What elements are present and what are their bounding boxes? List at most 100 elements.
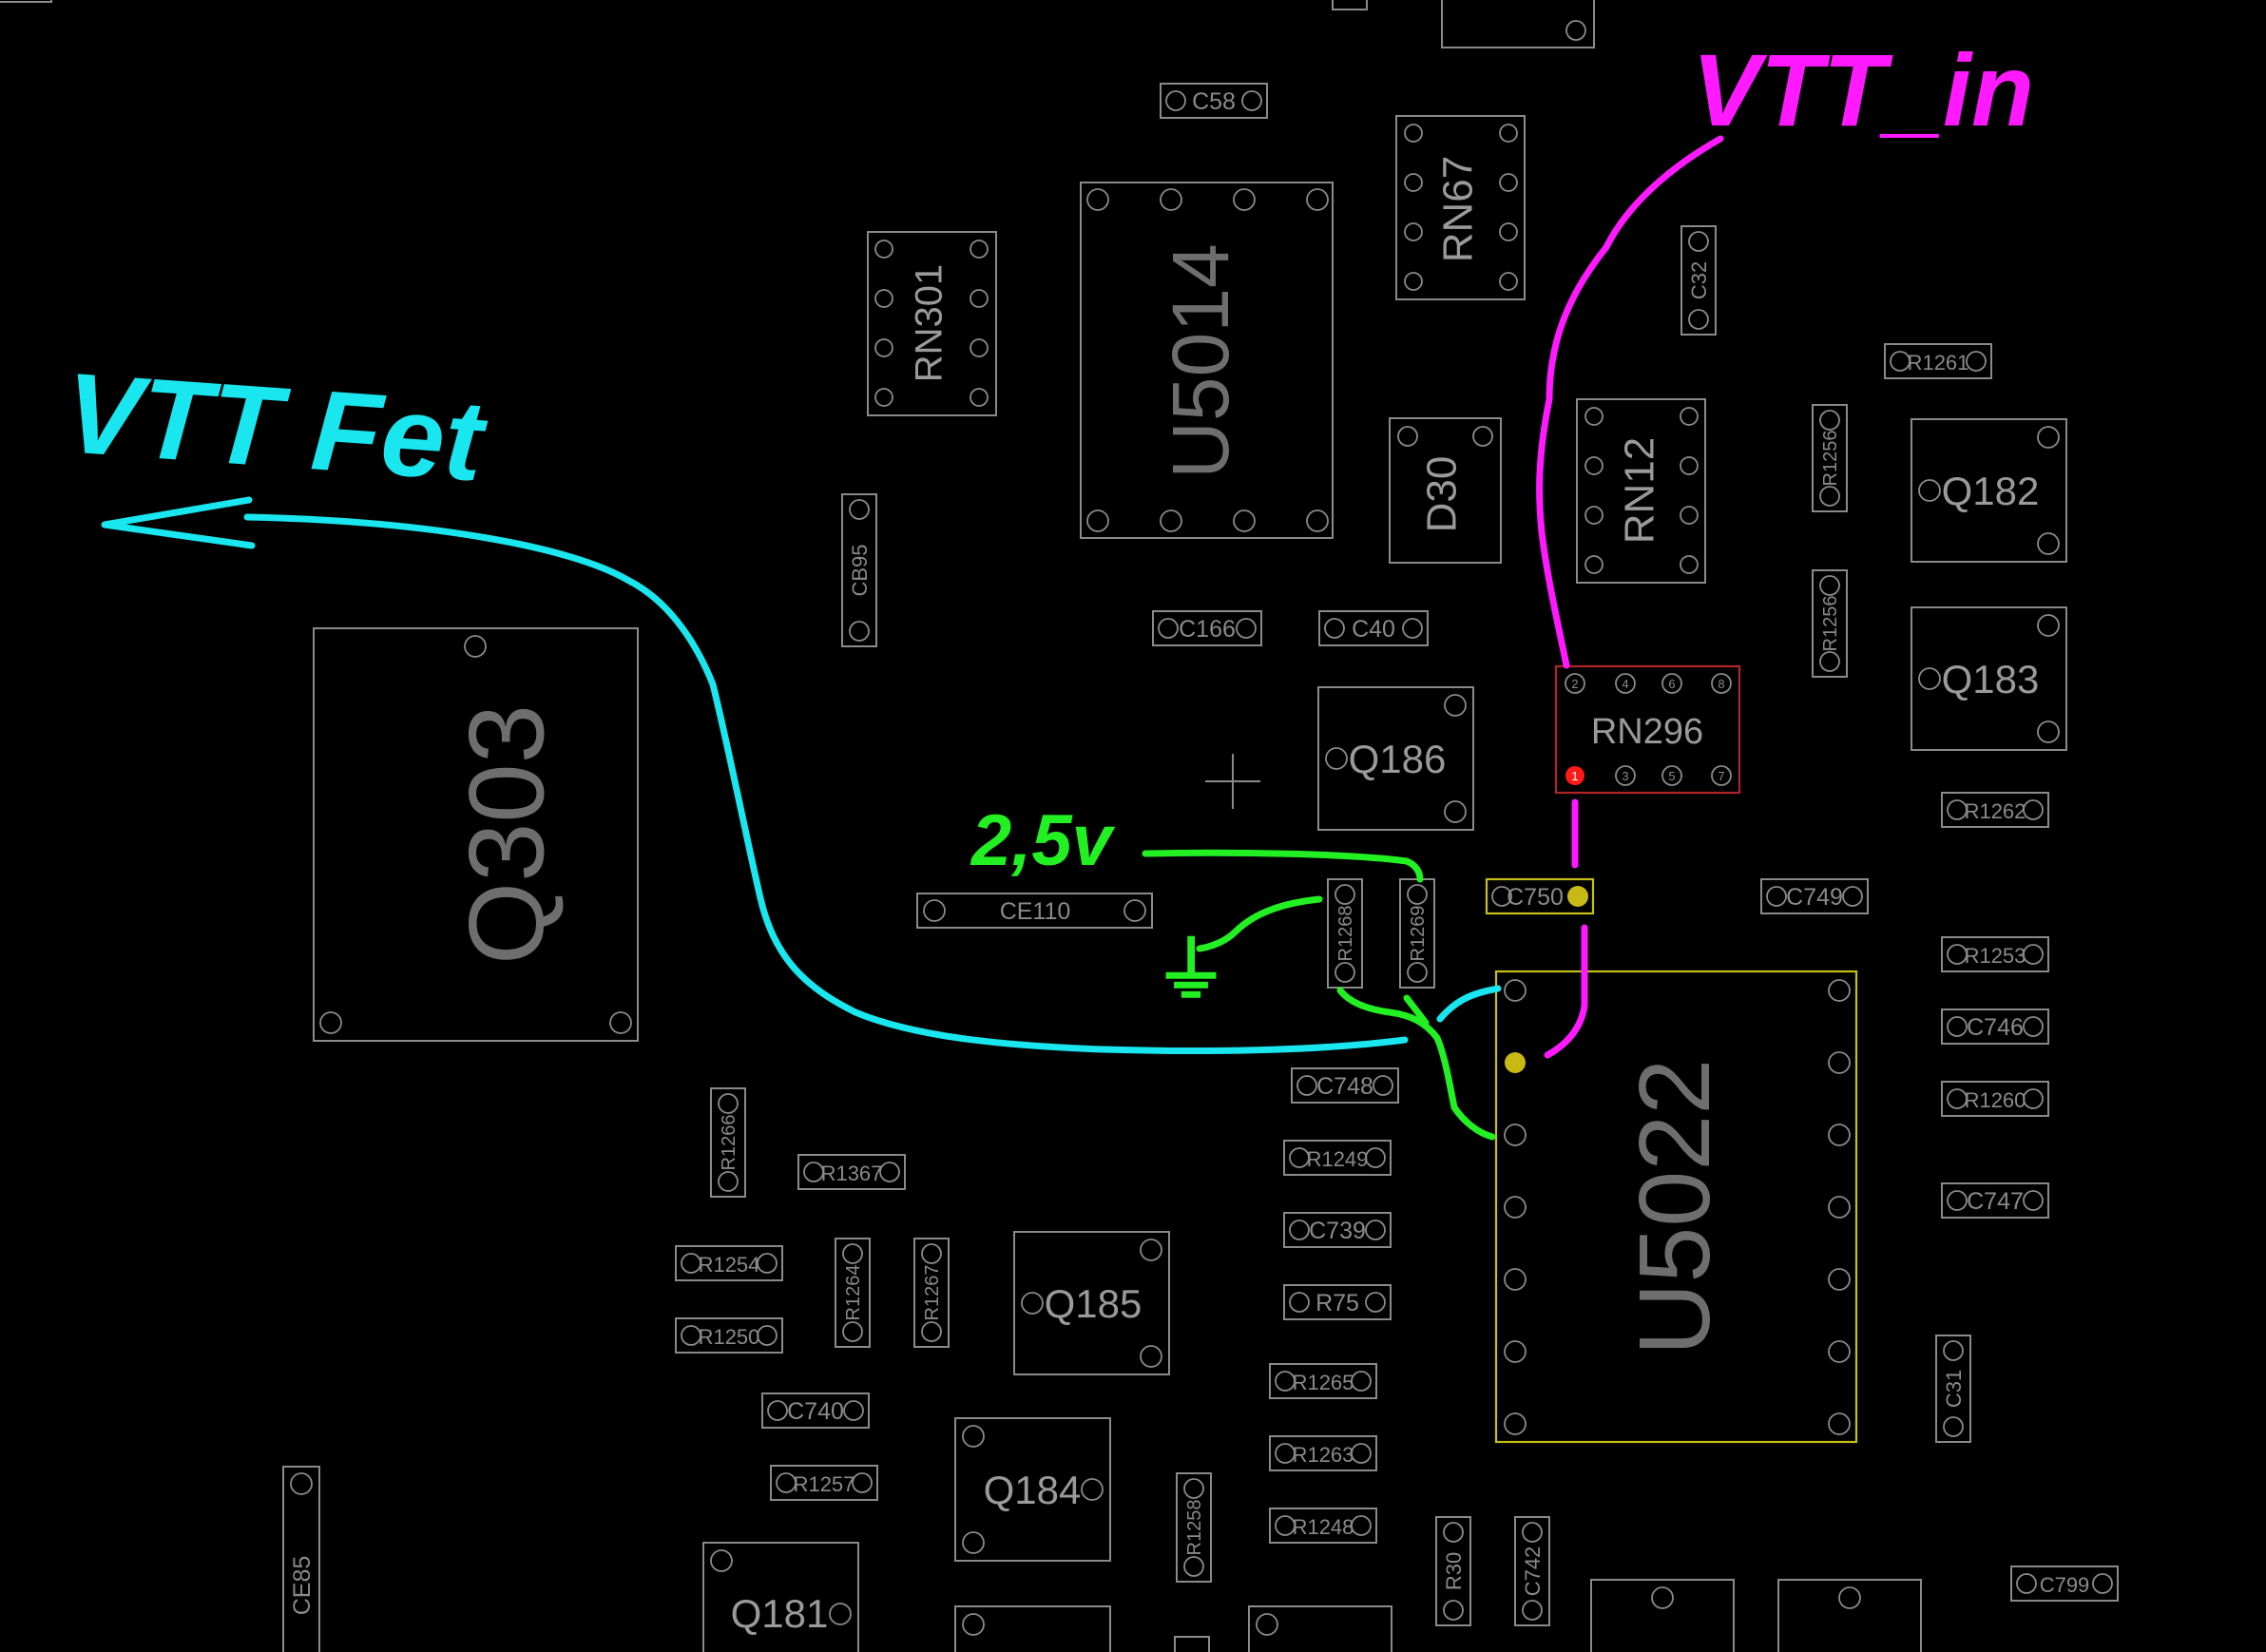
component-q183[interactable]: Q183	[1911, 606, 2067, 751]
svg-text:C748: C748	[1316, 1073, 1373, 1100]
vtt-in-label: VTT_in	[1692, 32, 2034, 147]
svg-text:R1249: R1249	[1307, 1147, 1369, 1171]
rn296-pins-bottom: 1 3 5 7	[1565, 765, 1732, 786]
passives-vertical[interactable]: C32 CB95 R1256 R1256 R1268 R1269 R1266 R…	[282, 225, 1971, 1652]
svg-text:3: 3	[1622, 769, 1628, 783]
component-r1254: R1254	[675, 1245, 783, 1281]
component-u5014[interactable]: U5014	[1080, 182, 1334, 539]
component-r75: R75	[1283, 1284, 1392, 1320]
component-r1253: R1253	[1941, 936, 2049, 972]
component-u5022[interactable]: U5022	[1494, 970, 1858, 1444]
vtt-fet-annotation: VTT Fet	[61, 349, 1502, 1055]
svg-text:C32: C32	[1687, 261, 1711, 299]
component-rn12[interactable]: RN12	[1576, 398, 1706, 584]
component-q303[interactable]: Q303	[313, 627, 639, 1042]
component-r1249: R1249	[1283, 1140, 1392, 1176]
svg-text:CE85: CE85	[289, 1556, 316, 1616]
component-label: U5022	[1619, 1059, 1731, 1355]
svg-text:C749: C749	[1786, 884, 1843, 911]
vtt-fet-label: VTT Fet	[61, 349, 491, 506]
selected-pin	[1565, 766, 1584, 785]
component-label: Q186	[1349, 737, 1447, 781]
component-ce110: CE110	[916, 893, 1153, 929]
component-ce85: CE85	[282, 1466, 320, 1652]
component-c166: C166	[1152, 610, 1262, 646]
component-cb95: CB95	[841, 493, 877, 647]
svg-text:R1268: R1268	[1335, 906, 1356, 962]
svg-text:R1266: R1266	[719, 1115, 739, 1171]
svg-text:C747: C747	[1967, 1188, 2024, 1215]
svg-text:R1264: R1264	[843, 1265, 864, 1321]
component-label: Q183	[1942, 657, 2040, 701]
selected-pin[interactable]	[1505, 1052, 1526, 1073]
component-bottom-partial	[0, 0, 1922, 1652]
svg-text:R1269: R1269	[1408, 906, 1429, 962]
svg-text:C739: C739	[1309, 1218, 1366, 1244]
svg-text:R1256: R1256	[1820, 431, 1841, 487]
svg-text:R1257: R1257	[794, 1472, 855, 1496]
svg-text:5: 5	[1668, 769, 1675, 783]
svg-text:2: 2	[1571, 677, 1578, 691]
svg-text:C31: C31	[1942, 1370, 1966, 1408]
component-label: D30	[1419, 456, 1466, 533]
svg-text:R1260: R1260	[1965, 1088, 2026, 1112]
rn296-pins-top: 2 4 6 8	[1565, 673, 1732, 694]
svg-text:C742: C742	[1521, 1546, 1545, 1597]
component-c748: C748	[1291, 1067, 1399, 1104]
svg-text:4: 4	[1622, 677, 1628, 691]
component-label: RN301	[909, 264, 951, 383]
svg-text:R75: R75	[1315, 1290, 1359, 1316]
component-r1267: R1267	[913, 1238, 950, 1348]
component-r1261: R1261	[1884, 343, 1992, 379]
component-rn67[interactable]: RN67	[1395, 115, 1526, 300]
component-label: Q184	[984, 1468, 1082, 1512]
svg-text:R1250: R1250	[699, 1325, 760, 1349]
component-c40: C40	[1318, 610, 1429, 646]
component-r1256b: R1256	[1812, 569, 1848, 678]
component-r1268: R1268	[1327, 878, 1363, 989]
component-q181[interactable]: Q181	[702, 1542, 859, 1652]
component-c740: C740	[761, 1393, 870, 1429]
passives-horizontal[interactable]: C58 C166 C40 CE110 C750 C749 R1261 R1262…	[675, 83, 2119, 1602]
component-r1265: R1265	[1269, 1363, 1377, 1399]
component-rn301[interactable]: RN301	[867, 231, 997, 416]
component-q185[interactable]: Q185	[1013, 1231, 1170, 1375]
component-q184[interactable]: Q184	[954, 1417, 1111, 1562]
component-c739: C739	[1283, 1212, 1392, 1248]
component-d30[interactable]: D30	[1389, 417, 1502, 564]
svg-text:6: 6	[1668, 677, 1675, 691]
svg-text:C166: C166	[1179, 616, 1236, 643]
component-r1260: R1260	[1941, 1081, 2049, 1117]
svg-text:C740: C740	[787, 1398, 844, 1425]
svg-text:R1256: R1256	[1820, 596, 1841, 652]
component-label: RN296	[1591, 712, 1703, 752]
svg-text:C58: C58	[1192, 88, 1236, 115]
component-label: RN67	[1435, 156, 1482, 263]
component-rn296[interactable]: 2 4 6 8 1 3 5 7 RN296	[1554, 664, 1741, 795]
component-label: Q185	[1045, 1281, 1143, 1326]
svg-text:R1265: R1265	[1293, 1371, 1354, 1394]
svg-text:C746: C746	[1967, 1014, 2024, 1041]
component-r1367: R1367	[797, 1154, 906, 1190]
component-c749: C749	[1760, 878, 1869, 914]
svg-text:1: 1	[1571, 769, 1578, 783]
component-c742: C742	[1514, 1516, 1550, 1626]
svg-text:CB95: CB95	[848, 544, 872, 596]
svg-text:R1263: R1263	[1293, 1443, 1354, 1467]
component-c32: C32	[1680, 225, 1717, 336]
vtt-in-annotation: VTT_in	[1536, 32, 2034, 1059]
component-c746: C746	[1941, 1008, 2049, 1045]
svg-text:C750: C750	[1507, 884, 1564, 911]
component-r1248: R1248	[1269, 1508, 1377, 1544]
component-q186[interactable]: Q186	[1317, 686, 1474, 831]
component-q182[interactable]: Q182	[1911, 418, 2067, 563]
component-label: Q182	[1942, 469, 2040, 513]
selected-pin	[1567, 886, 1588, 907]
voltage-annotation: 2,5v ⏚	[970, 800, 1496, 1141]
ground-symbol: ⏚	[1154, 929, 1228, 1012]
component-c58: C58	[1160, 83, 1268, 119]
svg-text:R1367: R1367	[821, 1162, 883, 1185]
svg-text:R1261: R1261	[1908, 351, 1969, 375]
component-label: RN12	[1617, 437, 1663, 545]
component-c799: C799	[2010, 1566, 2119, 1602]
